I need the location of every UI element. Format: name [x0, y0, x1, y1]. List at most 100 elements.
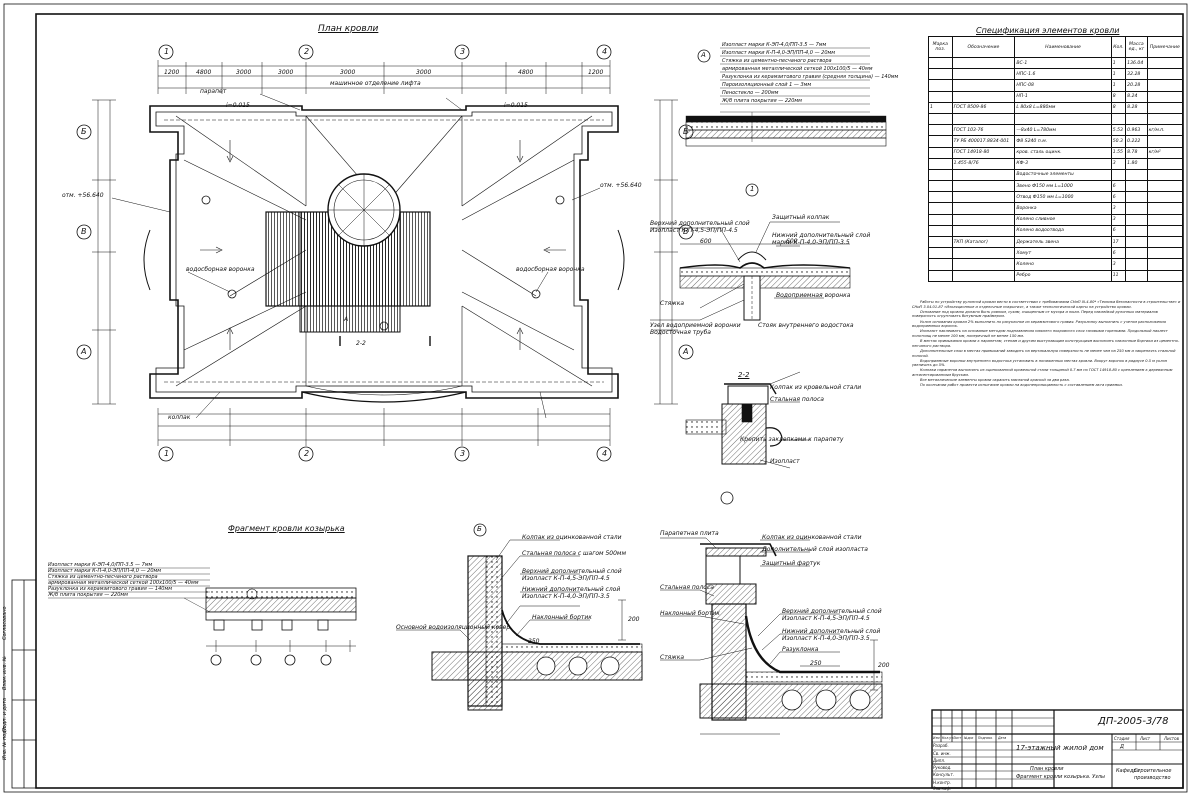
role-1: Разраб.: [933, 743, 949, 748]
spec-cell: [928, 68, 953, 81]
spec-cell: [951, 168, 1016, 182]
spec-cell: [951, 68, 1016, 81]
spec-cell: [928, 224, 953, 238]
spec-cell: [928, 90, 953, 103]
note-paragraph: Дополнительные слои в местах примыканий …: [912, 348, 1176, 358]
axis-number-4: 4: [602, 47, 608, 56]
spec-cell: НПС-08: [1014, 79, 1112, 92]
spec-header-note: Примечание: [1146, 36, 1184, 58]
org-2: Строительное: [1134, 768, 1172, 774]
axis-label-right-1: Б: [683, 127, 689, 136]
spec-cell: [928, 79, 953, 92]
spec-cell: ТУ РБ 400017.8834-001: [951, 135, 1016, 148]
spec-cell: [1146, 135, 1184, 148]
label-cap: колпак: [168, 414, 191, 421]
detail-c-label-5: Стальная полоса: [660, 584, 714, 591]
spec-cell: [928, 180, 953, 193]
detail-c-label-2: Колпак из оцинкованной стали: [762, 534, 862, 541]
spec-cell: 6: [1110, 224, 1127, 238]
spec-cell: [951, 224, 1016, 238]
spec-cell: [928, 258, 953, 271]
detail-b-label-7: Наклонный бортик: [532, 614, 592, 621]
dim-top-6: 3000: [416, 69, 432, 76]
label-drain-left: водосборная воронка: [186, 266, 255, 273]
spec-cell: Водосточные элементы: [1014, 168, 1112, 182]
spec-cell: ГОСТ 103-76: [951, 124, 1016, 137]
spec-cell: 1.55: [1110, 146, 1127, 159]
detail-1-label-7: Стяжка: [660, 300, 684, 307]
spec-cell: Ребро: [1014, 269, 1112, 282]
spec-cell: [928, 157, 953, 170]
dim-top-8: 1200: [588, 69, 604, 76]
spec-cell: 8: [1110, 101, 1127, 114]
spec-cell: 136.04: [1125, 56, 1148, 70]
spec-cell: [951, 180, 1016, 193]
detail-c-graphic: [660, 537, 883, 735]
spec-cell: [951, 112, 1016, 126]
spec-cell: 5.53: [1110, 124, 1127, 137]
org-3: производство: [1134, 775, 1171, 781]
detail-a-graphic: [685, 47, 887, 147]
note-paragraph: Водоприемные воронки внутреннего водосто…: [912, 358, 1168, 368]
roof-plan: [76, 44, 694, 462]
canopy-layer-4: армированная металлической сеткой 100х10…: [48, 580, 199, 586]
outer-frame: [3, 3, 1188, 793]
left-stamp-label-3: Взам. инв. №: [2, 656, 8, 690]
dim-top-7: 4800: [518, 69, 534, 76]
spec-cell: [1146, 258, 1184, 271]
label-parapet: парапет: [200, 88, 227, 95]
sheet-content-2: Фрагмент кровли козырька. Узлы: [1016, 774, 1105, 780]
axis-label-right-2: В: [683, 227, 689, 236]
note-paragraph: В местах примыкания кровли к парапетам, …: [912, 339, 1180, 348]
rev-header-6: Дата: [998, 736, 1007, 740]
dim-top-4: 3000: [278, 69, 294, 76]
spec-cell: ГОСТ 14918-80: [951, 146, 1016, 159]
detail-c-label-10: Изопласт К-П-4,0-ЭП/ПП-3.5: [782, 635, 870, 642]
spec-cell: [928, 146, 953, 159]
spec-cell: [928, 135, 953, 148]
detail-b-label-4: Изопласт К-П-4,5-ЭП/ПП-4.5: [522, 575, 610, 582]
axis-number-2: 2: [304, 47, 310, 56]
spec-cell: [1125, 112, 1148, 126]
canopy-graphic: [48, 567, 357, 666]
spec-cell: 8: [1110, 90, 1127, 103]
role-4: Руковод.: [933, 765, 952, 770]
spec-header-qty: Кол.: [1110, 36, 1127, 58]
spec-cell: [928, 124, 953, 137]
spec-cell: [951, 202, 1016, 215]
spec-cell: [1146, 168, 1184, 182]
spec-cell: [951, 258, 1016, 271]
spec-cell: 0.963: [1125, 124, 1148, 137]
detail-2-2-label-4: Изопласт: [770, 458, 800, 465]
inner-frame: [35, 13, 1184, 789]
spec-header-mark: Марка поз.: [928, 36, 953, 58]
spec-cell: [1125, 224, 1148, 238]
spec-cell: [1125, 247, 1148, 260]
spec-cell: [1146, 112, 1184, 126]
detail-c-dim-1: 250: [810, 660, 822, 667]
detail-b-label-5: Нижний дополнительный слой: [522, 586, 621, 593]
label-node-a: А: [344, 316, 349, 323]
detail-b-label-6: Изопласт К-П-4,0-ЭП/ПП-3.5: [522, 593, 610, 600]
spec-cell: ГОСТ 8509-86: [951, 101, 1016, 114]
detail-c-label-6: Наклонный бортик: [660, 610, 720, 617]
org-1: Кафедра: [1116, 768, 1140, 774]
spec-cell: кров. сталь оцинк.: [1014, 146, 1112, 159]
axis-label-left-3: А: [81, 347, 87, 356]
label-lift-room: машинное отделение лифта: [330, 80, 421, 87]
detail-2-2-graphic: [685, 371, 810, 505]
spec-cell: [1125, 191, 1148, 204]
detail-c-label-11: Разуклонка: [782, 646, 819, 653]
detail-b-dim-2: 200: [628, 616, 640, 623]
spec-cell: 6: [1110, 191, 1127, 204]
spec-cell: НП-1: [1014, 90, 1112, 103]
